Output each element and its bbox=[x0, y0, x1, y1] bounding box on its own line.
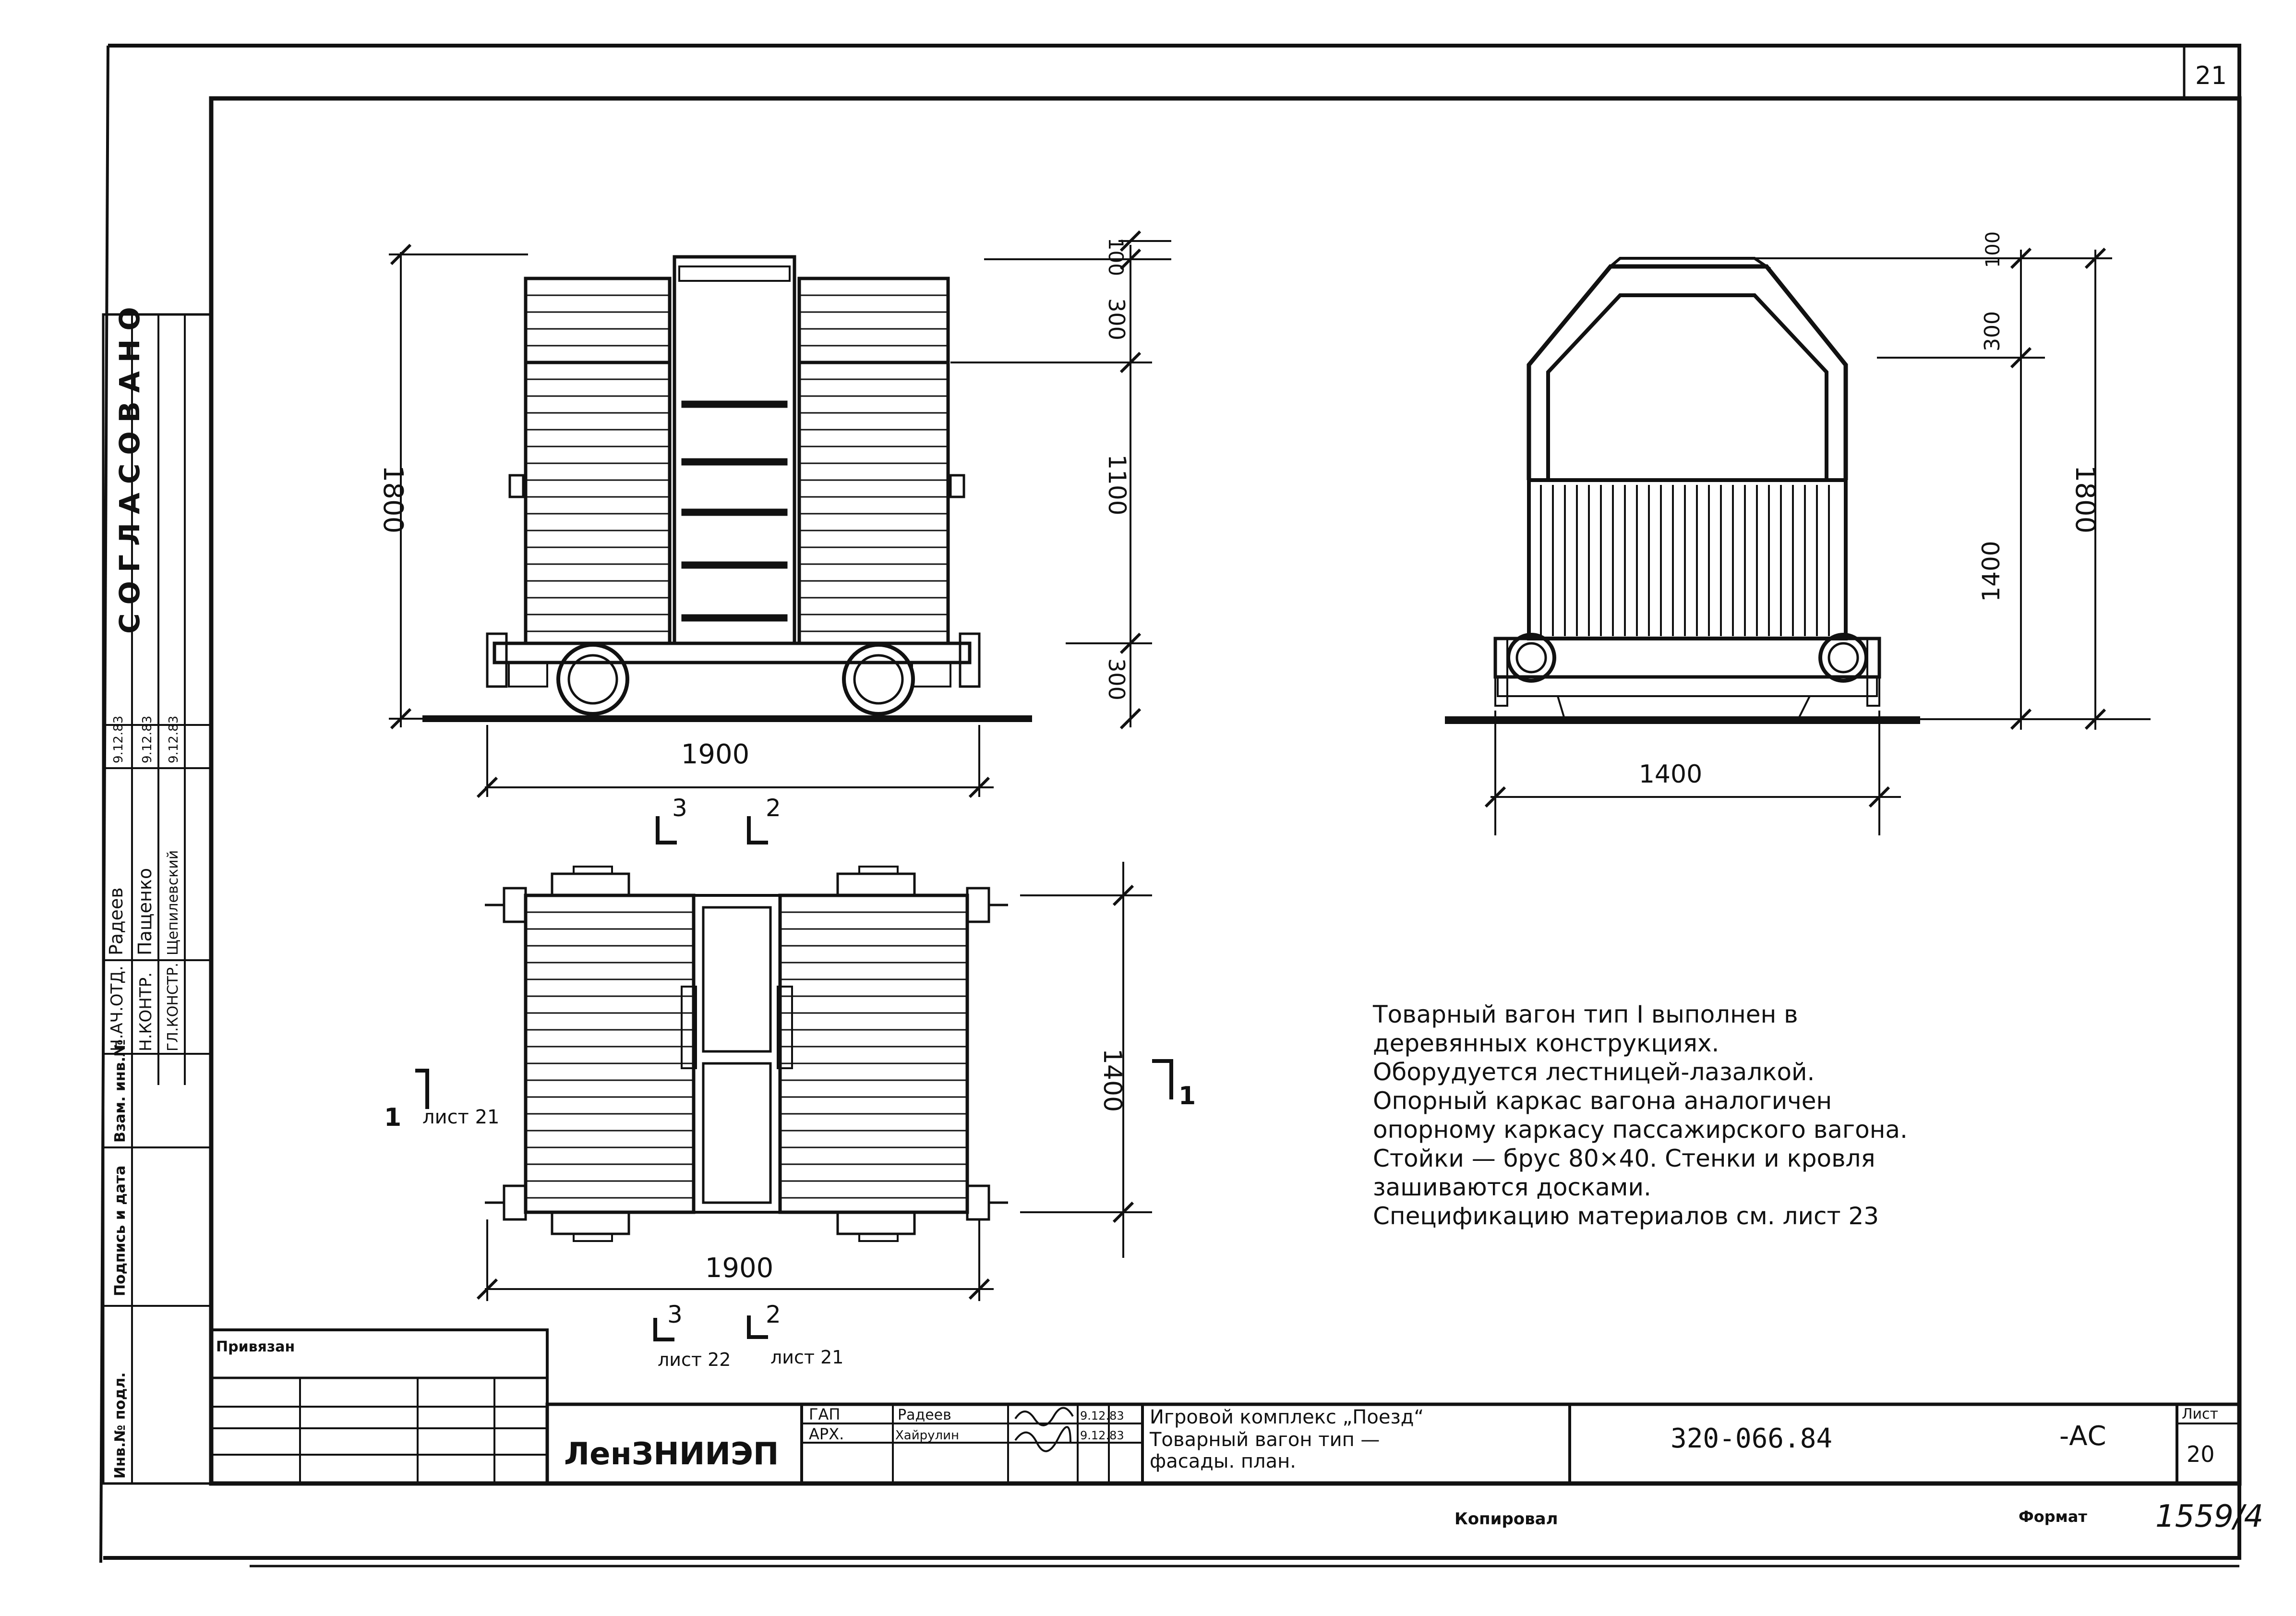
section-mark-1-right: 1 bbox=[1178, 1082, 1196, 1110]
end-dimension-lines bbox=[1491, 250, 2151, 835]
sig-role-gap: ГАП bbox=[809, 1405, 840, 1423]
side-dimension-lines bbox=[389, 240, 1171, 797]
title-line-1: Игровой комплекс „Поезд“ bbox=[1150, 1406, 1424, 1428]
privyazan-block bbox=[210, 1328, 549, 1485]
stamp-row-1: Н.АЧ.ОТД. Радеев 9.12.83 bbox=[106, 716, 127, 1051]
stamp-date: 9.12.83 bbox=[140, 716, 155, 763]
stamp-row-3: ГЛ.КОНСТР. Щепилевский 9.12.83 bbox=[165, 716, 181, 1051]
side-height-total: 1800 bbox=[377, 465, 409, 534]
approved-label: СОГЛАСОВАНО bbox=[113, 298, 146, 634]
side-facade bbox=[422, 255, 1032, 722]
page-number: 21 bbox=[2195, 61, 2227, 90]
side-dim-100: 100 bbox=[1104, 238, 1128, 276]
drawing-code: 320-066.84 bbox=[1671, 1423, 1832, 1454]
side-dim-300-top: 300 bbox=[1104, 298, 1130, 340]
stamp-date: 9.12.83 bbox=[167, 716, 181, 763]
section-mark-2-bottom: 2 bbox=[766, 1301, 781, 1328]
title-line-2: Товарный вагон тип — bbox=[1149, 1429, 1380, 1451]
note-line: Опорный каркас вагона аналогичен bbox=[1373, 1087, 1832, 1115]
stamp-date: 9.12.83 bbox=[111, 716, 126, 763]
end-dim-300: 300 bbox=[1980, 311, 2005, 351]
section-marks bbox=[415, 816, 1173, 1341]
note-line: деревянных конструкциях. bbox=[1373, 1029, 1719, 1057]
end-dim-1400: 1400 bbox=[1977, 541, 2005, 602]
note-line: Спецификацию материалов см. лист 23 bbox=[1373, 1202, 1879, 1230]
sig-role-arch: АРХ. bbox=[809, 1425, 844, 1443]
section-mark-3-bottom: 3 bbox=[667, 1301, 683, 1328]
stamp-field-inv: Инв.№ подл. bbox=[112, 1372, 129, 1479]
end-dimension-ticks bbox=[1484, 247, 2106, 808]
section-mark-3-top: 3 bbox=[672, 794, 687, 822]
organization-name: ЛенЗНИИЭП bbox=[564, 1436, 779, 1472]
section-mark-2-top: 2 bbox=[766, 794, 781, 822]
stamp-name: Радеев bbox=[106, 887, 127, 955]
section-ref-bottom-right: лист 21 bbox=[770, 1347, 843, 1368]
side-dim-300-bottom: 300 bbox=[1104, 658, 1130, 700]
end-facade-slats bbox=[1540, 485, 1830, 636]
sheet-label: Лист bbox=[2182, 1406, 2218, 1423]
stamp-row-2: Н.КОНТР. Пащенко 9.12.83 bbox=[134, 716, 156, 1051]
format-value: 1559/4 bbox=[2155, 1499, 2263, 1534]
stamp-role: ГЛ.КОНСТР. bbox=[165, 963, 181, 1051]
signature-scribble-1 bbox=[1014, 1407, 1074, 1426]
section-ref-left: лист 21 bbox=[422, 1106, 499, 1128]
title-line-3: фасады. план. bbox=[1150, 1450, 1296, 1472]
plan-dimension-ticks bbox=[476, 884, 1134, 1300]
stamp-field-sign: Подпись и дата bbox=[112, 1166, 129, 1296]
sig-name-gap: Радеев bbox=[898, 1407, 951, 1423]
side-dim-1100: 1100 bbox=[1103, 454, 1131, 515]
note-line: Оборудуется лестницей-лазалкой. bbox=[1373, 1058, 1815, 1086]
section-ref-bottom-left: лист 22 bbox=[658, 1349, 731, 1370]
copied-label: Копировал bbox=[1455, 1509, 1558, 1529]
plan-boards bbox=[526, 911, 967, 1199]
plan-view bbox=[485, 866, 1008, 1242]
side-facade-boards bbox=[526, 294, 948, 632]
stamp-field-replaced: Взам. инв.№ bbox=[112, 1039, 129, 1143]
plan-depth: 1400 bbox=[1098, 1049, 1127, 1112]
note-line: Стойки — брус 80×40. Стенки и кровля bbox=[1373, 1145, 1875, 1172]
stage-code: -АС bbox=[2059, 1421, 2106, 1452]
sheet-number: 20 bbox=[2187, 1441, 2215, 1467]
note-line: Товарный вагон тип I выполнен в bbox=[1372, 1001, 1798, 1028]
sig-date-arch: 9.12.83 bbox=[1080, 1429, 1124, 1442]
privyazan-label: Привязан bbox=[216, 1339, 295, 1355]
plan-width: 1900 bbox=[705, 1253, 774, 1284]
end-width: 1400 bbox=[1639, 760, 1702, 789]
signature-scribble-2 bbox=[1014, 1426, 1071, 1452]
stamp-name: Щепилевский bbox=[165, 850, 181, 955]
plan-dimension-lines bbox=[485, 862, 1152, 1301]
approval-stamp bbox=[102, 313, 213, 1485]
side-width: 1900 bbox=[681, 739, 750, 770]
section-mark-1-left: 1 bbox=[384, 1103, 401, 1132]
sig-date-gap: 9.12.83 bbox=[1080, 1409, 1124, 1423]
note-line: зашиваются досками. bbox=[1373, 1173, 1651, 1201]
stamp-role: Н.АЧ.ОТД. bbox=[108, 965, 127, 1051]
stamp-name: Пащенко bbox=[134, 868, 156, 955]
side-dimension-ticks bbox=[390, 230, 1142, 798]
format-label: Формат bbox=[2019, 1507, 2087, 1526]
sig-name-arch: Хайрулин bbox=[895, 1428, 959, 1443]
page-number-box: 21 bbox=[2183, 46, 2227, 98]
title-block bbox=[545, 1402, 2241, 1485]
end-height-total: 1800 bbox=[2069, 465, 2101, 534]
notes: Товарный вагон тип I выполнен в деревянн… bbox=[1372, 1001, 1908, 1230]
note-line: опорному каркасу пассажирского вагона. bbox=[1373, 1116, 1908, 1144]
end-facade bbox=[1445, 257, 1920, 724]
end-dim-100: 100 bbox=[1982, 231, 2004, 268]
stamp-role: Н.КОНТР. bbox=[136, 972, 156, 1051]
